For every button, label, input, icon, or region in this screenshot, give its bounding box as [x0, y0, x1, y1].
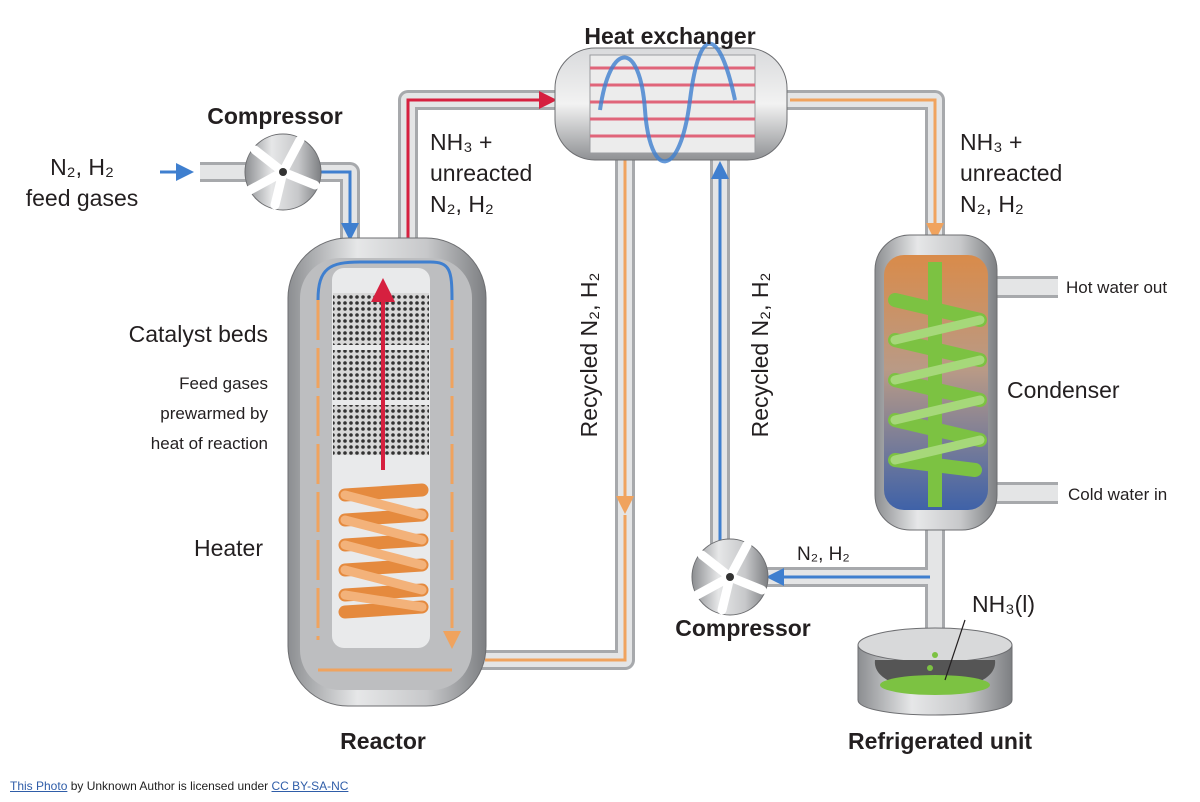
label-heat-exchanger: Heat exchanger — [584, 23, 755, 49]
labels: Heat exchanger Compressor N₂, H₂ feed ga… — [26, 23, 1168, 754]
label-recycled-right: Recycled N₂, H₂ — [747, 273, 773, 438]
label-prewarm-2: prewarmed by — [160, 404, 268, 423]
label-hx-out-2: unreacted — [960, 160, 1062, 186]
reactor-vessel — [287, 237, 487, 707]
label-n2h2-return: N₂, H₂ — [797, 544, 850, 565]
hot-product-arrow — [406, 91, 557, 290]
label-condenser: Condenser — [1007, 377, 1120, 403]
condenser-coil — [888, 293, 987, 477]
label-reactor-out-1: NH₃ + — [430, 129, 492, 155]
label-feed-2: feed gases — [26, 185, 139, 211]
label-compressor-top: Compressor — [207, 103, 343, 129]
compressor-bottom — [691, 538, 769, 616]
label-hx-out-1: NH₃ + — [960, 129, 1022, 155]
attribution-text: by Unknown Author is licensed under — [67, 779, 272, 793]
label-hot-water-out: Hot water out — [1066, 278, 1167, 297]
label-catalyst-beds: Catalyst beds — [129, 321, 268, 347]
heat-exchanger — [554, 41, 788, 164]
photo-link[interactable]: This Photo — [10, 779, 68, 793]
license-link[interactable]: CC BY-SA-NC — [271, 779, 349, 793]
attribution: This Photo by Unknown Author is licensed… — [10, 779, 348, 793]
label-prewarm-3: heat of reaction — [151, 434, 268, 453]
label-refrigerated-unit: Refrigerated unit — [848, 728, 1032, 754]
recycle-pipe-left — [480, 155, 635, 670]
condenser — [874, 234, 998, 531]
label-reactor: Reactor — [340, 728, 426, 754]
label-heater: Heater — [194, 535, 263, 561]
label-hx-out-3: N₂, H₂ — [960, 191, 1024, 217]
label-cold-water-in: Cold water in — [1068, 485, 1167, 504]
label-reactor-out-3: N₂, H₂ — [430, 191, 494, 217]
flow-arrows — [160, 91, 944, 662]
heater-coil — [338, 483, 429, 619]
label-nh3-liquid: NH₃(l) — [972, 591, 1035, 617]
label-compressor-bottom: Compressor — [675, 615, 811, 641]
hx-to-condenser-pipe — [780, 90, 945, 240]
liquid-ammonia — [880, 675, 990, 695]
label-reactor-out-2: unreacted — [430, 160, 532, 186]
label-feed-1: N₂, H₂ — [50, 154, 114, 180]
compressor-top — [244, 133, 322, 211]
label-prewarm-1: Feed gases — [179, 374, 268, 393]
hx-out-arrow — [790, 98, 944, 241]
refrigerated-unit — [857, 619, 1013, 716]
label-recycled-left: Recycled N₂, H₂ — [576, 273, 602, 438]
